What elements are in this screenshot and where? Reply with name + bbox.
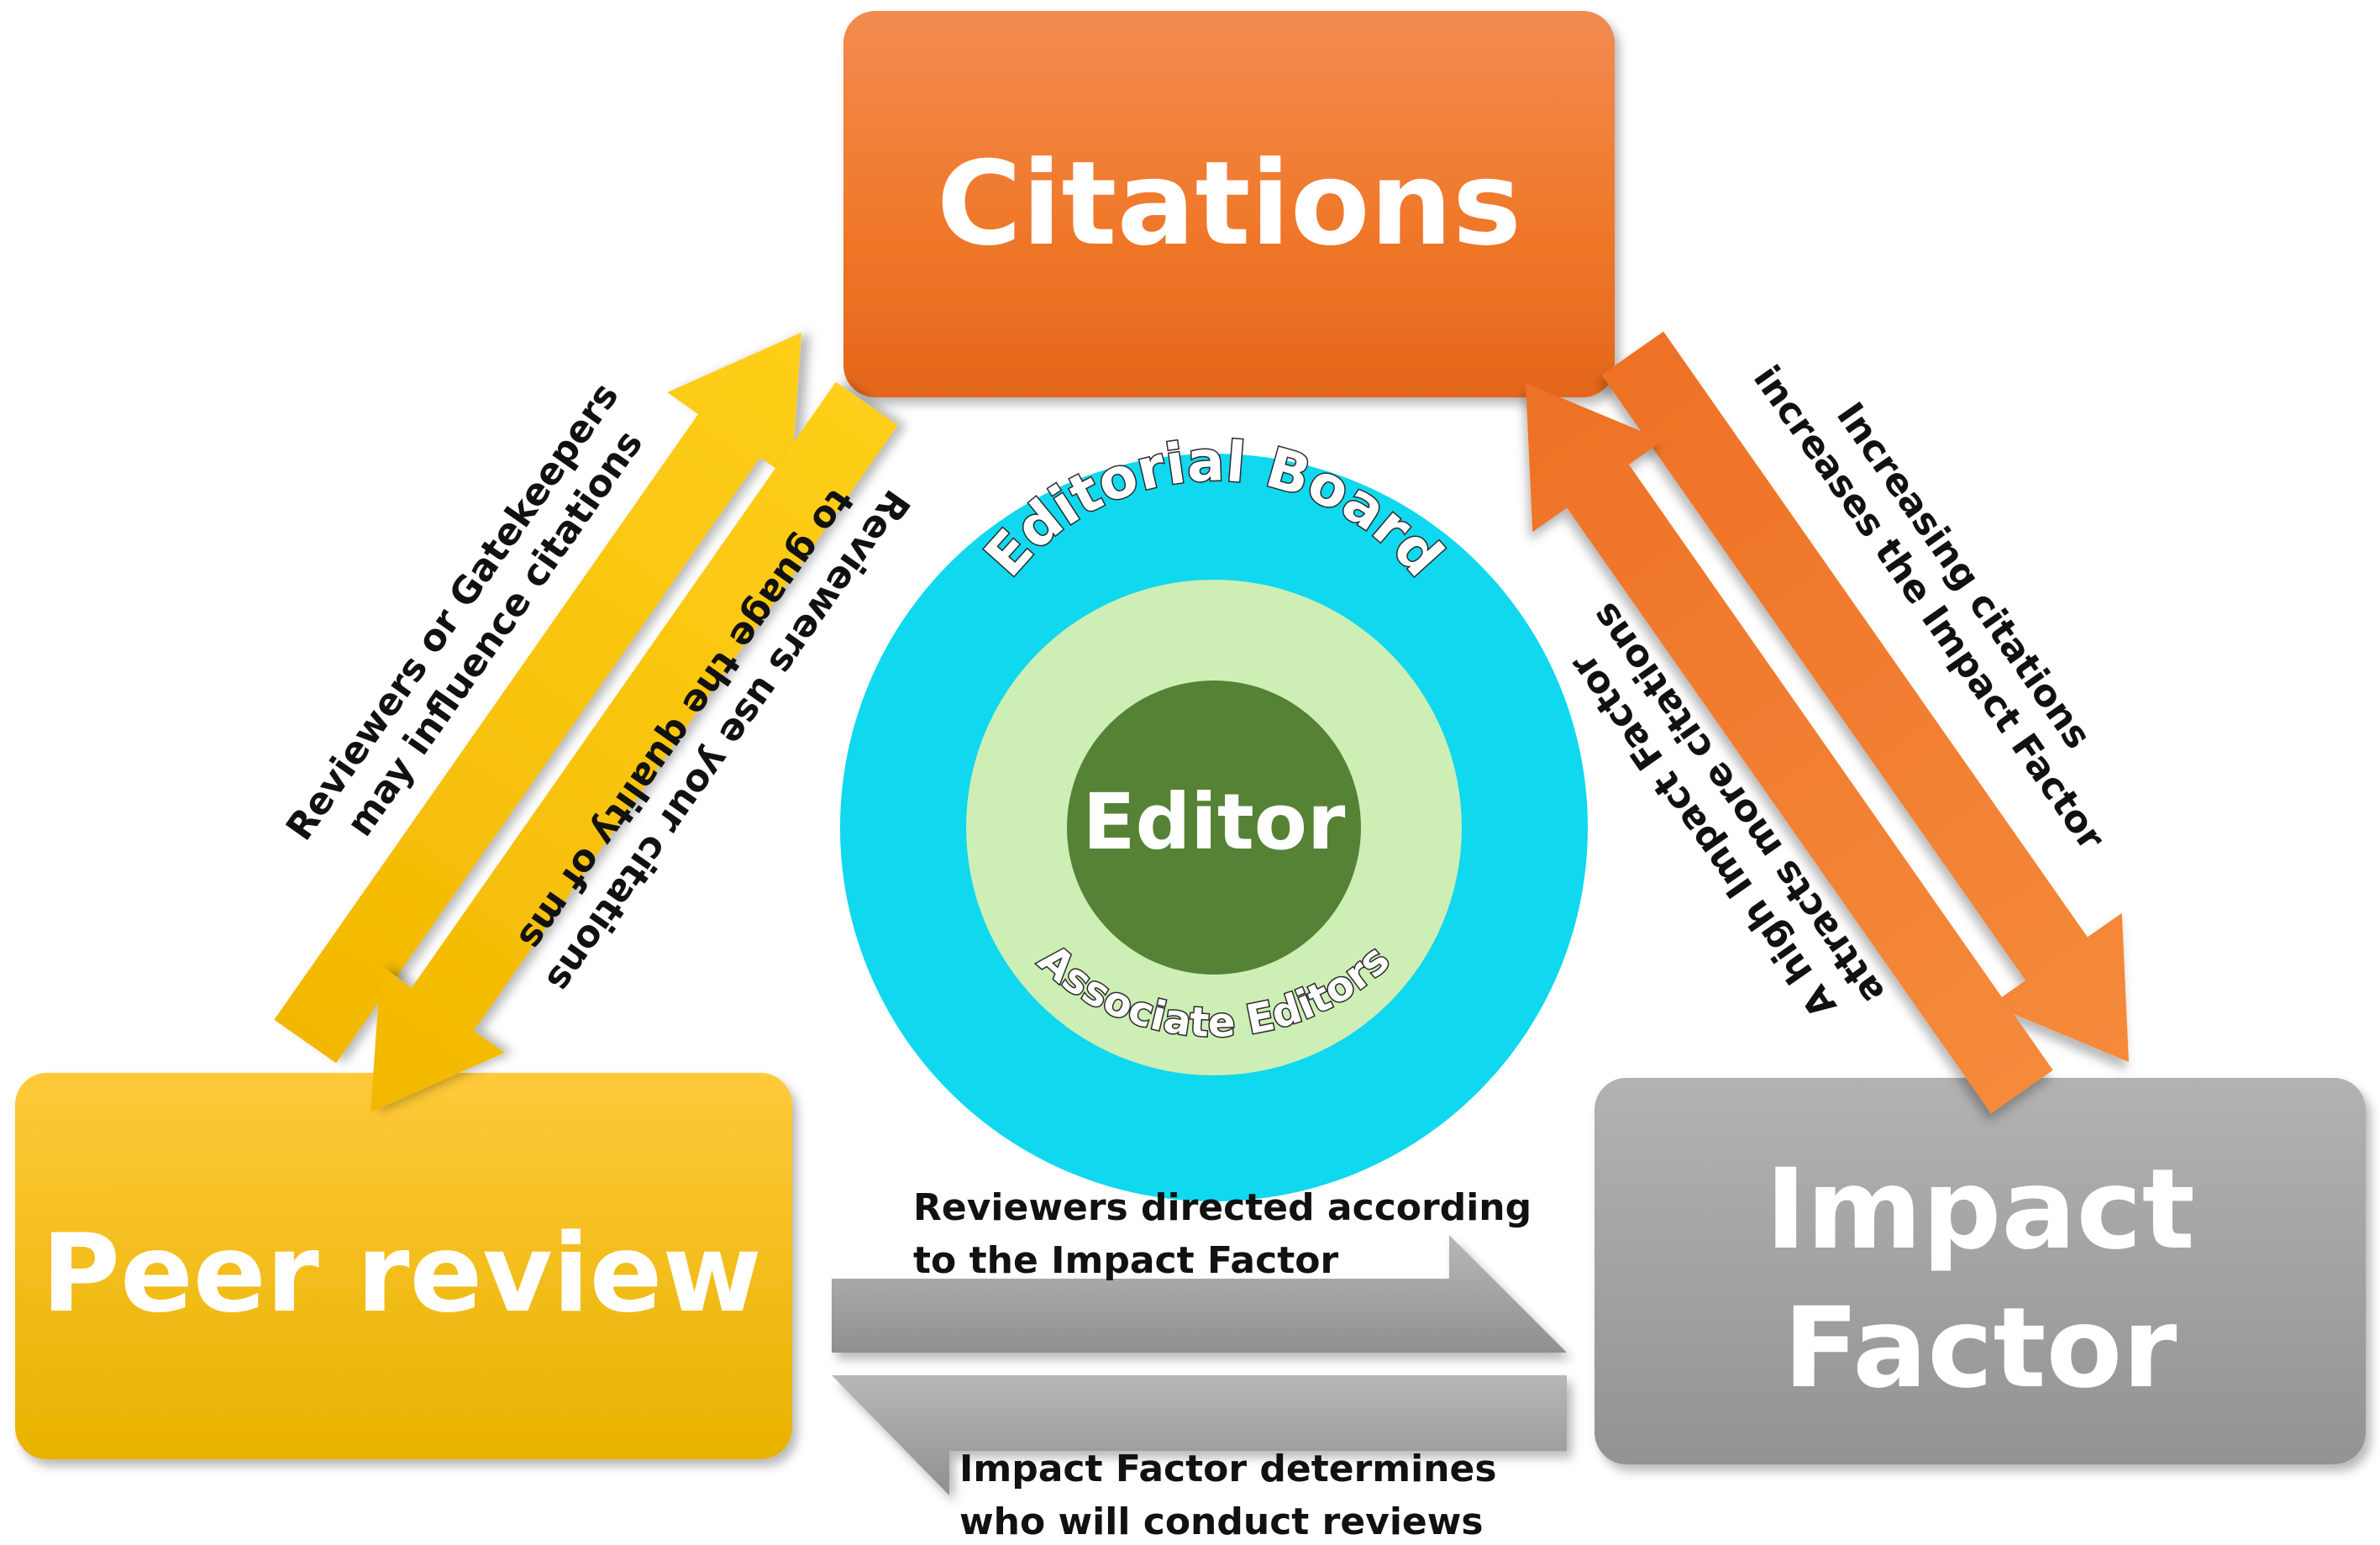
citations-label: Citations (937, 136, 1521, 271)
citations-box (843, 11, 1615, 397)
peer-review-label: Peer review (41, 1211, 761, 1337)
arrow-label-impact-to-peer-top: Reviewers directed according to the Impa… (913, 1186, 1544, 1282)
arrow-impact-to-citations (1526, 382, 2053, 1114)
arrow-citations-to-peer (370, 381, 898, 1113)
impact-factor-label-line2: Factor (1784, 1284, 2178, 1413)
impact-factor-label-line1: Impact (1765, 1145, 2195, 1274)
peer-review-box (15, 1073, 792, 1459)
arrow-impact-to-peer (832, 1375, 1567, 1495)
impact-factor-box (1595, 1078, 2366, 1464)
center-circles (840, 454, 1588, 1201)
editor-circle (1067, 681, 1361, 975)
arrow-label-impact-to-peer-bottom: Impact Factor determines who will conduc… (959, 1448, 1510, 1543)
arrow-citations-to-impact (1601, 331, 2129, 1063)
editor-label: Editor (1083, 777, 1346, 867)
arrow-peer-to-impact (832, 1235, 1567, 1353)
arrow-peer-to-citations (274, 332, 801, 1064)
